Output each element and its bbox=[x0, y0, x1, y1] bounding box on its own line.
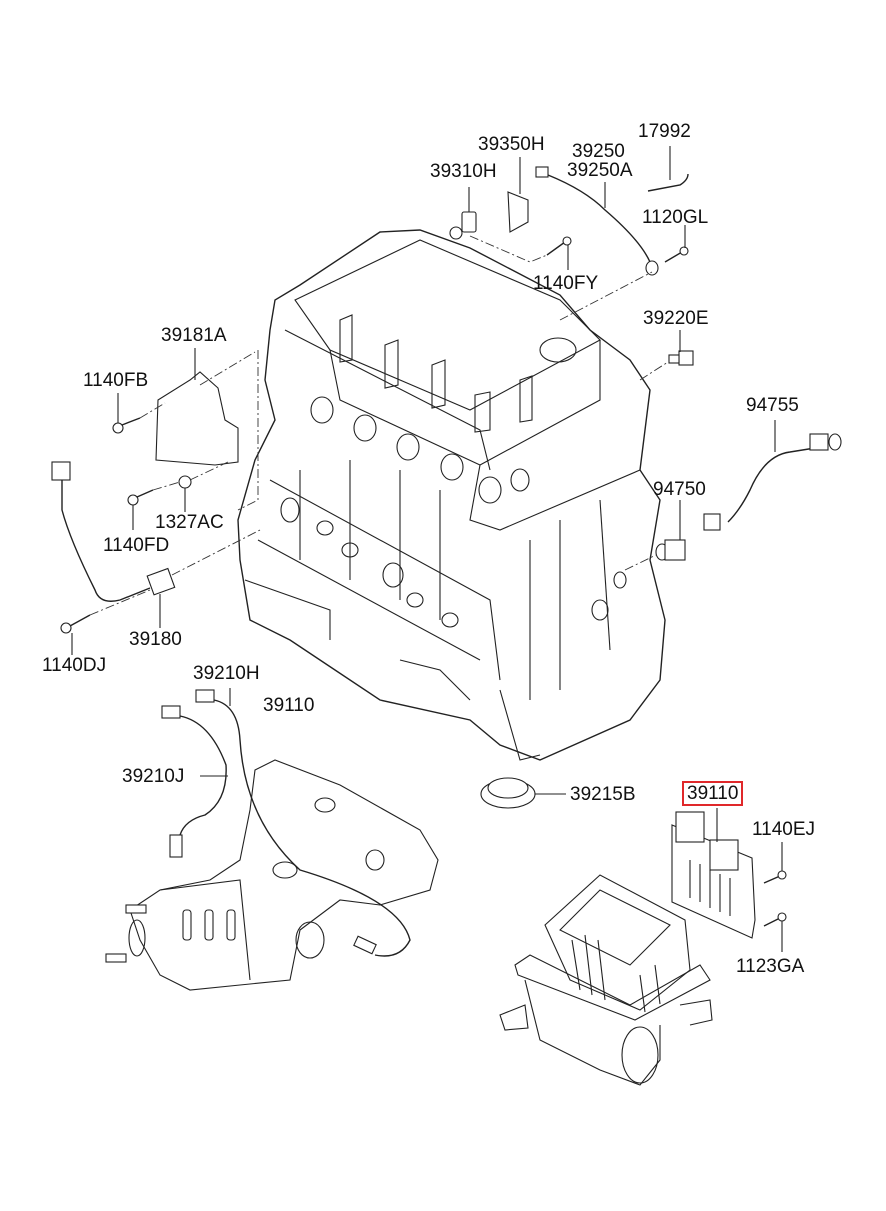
part-label-39215B[interactable]: 39215B bbox=[570, 784, 636, 805]
bolt-1123GA bbox=[763, 912, 787, 952]
engine-block bbox=[237, 229, 666, 761]
bolt-1120GL bbox=[559, 225, 689, 321]
exhaust-manifold-catalyst bbox=[105, 759, 439, 991]
part-label-1140FB[interactable]: 1140FB bbox=[83, 370, 149, 391]
bolt-1140DJ bbox=[60, 589, 151, 655]
cam-sensor-39310H bbox=[449, 187, 477, 240]
part-label-39110-engine[interactable]: 39110 bbox=[263, 695, 315, 716]
part-label-39181A[interactable]: 39181A bbox=[161, 325, 227, 346]
part-label-94755[interactable]: 94755 bbox=[746, 395, 799, 416]
part-label-39180[interactable]: 39180 bbox=[129, 629, 182, 650]
sensor-39220E bbox=[639, 330, 694, 381]
bolt-1140EJ bbox=[763, 842, 787, 884]
part-label-17992[interactable]: 17992 bbox=[638, 121, 691, 142]
plug-39215B bbox=[480, 777, 566, 809]
part-label-39350H[interactable]: 39350H bbox=[478, 134, 545, 155]
wire-39250 bbox=[535, 166, 659, 276]
o2-sensor-39210J bbox=[161, 705, 228, 858]
bolt-1140FY bbox=[469, 235, 572, 270]
sensor-94750 bbox=[624, 500, 686, 571]
bracket-39350H bbox=[507, 157, 529, 233]
part-label-39220E[interactable]: 39220E bbox=[643, 308, 709, 329]
part-label-1140FD[interactable]: 1140FD bbox=[103, 535, 170, 556]
part-label-94750[interactable]: 94750 bbox=[653, 479, 706, 500]
part-label-1140EJ[interactable]: 1140EJ bbox=[752, 819, 816, 840]
part-label-39250[interactable]: 39250 bbox=[572, 141, 625, 162]
wire-94755 bbox=[703, 420, 842, 531]
part-label-1327AC[interactable]: 1327AC bbox=[155, 512, 224, 533]
part-label-39210J[interactable]: 39210J bbox=[122, 766, 185, 787]
part-label-1140FY[interactable]: 1140FY bbox=[533, 273, 599, 294]
bolt-1140FB bbox=[112, 393, 166, 434]
air-cleaner bbox=[499, 874, 713, 1086]
shield-39181A bbox=[155, 348, 259, 511]
bolt-1140FD bbox=[127, 481, 181, 530]
part-label-1120GL[interactable]: 1120GL bbox=[642, 207, 709, 228]
ecu-module bbox=[671, 808, 756, 939]
wire-17992 bbox=[647, 146, 689, 192]
part-label-39210H[interactable]: 39210H bbox=[193, 663, 260, 684]
part-label-1123GA[interactable]: 1123GA bbox=[736, 956, 805, 977]
part-label-39250A[interactable]: 39250A bbox=[567, 160, 633, 181]
washer-1327AC bbox=[178, 461, 229, 512]
part-label-39110-ecu-highlighted[interactable]: 39110 bbox=[682, 781, 744, 806]
o2-sensor-39210H bbox=[195, 688, 411, 957]
sensor-39180 bbox=[51, 461, 261, 628]
part-label-1140DJ[interactable]: 1140DJ bbox=[42, 655, 107, 676]
part-label-39310H[interactable]: 39310H bbox=[430, 161, 497, 182]
